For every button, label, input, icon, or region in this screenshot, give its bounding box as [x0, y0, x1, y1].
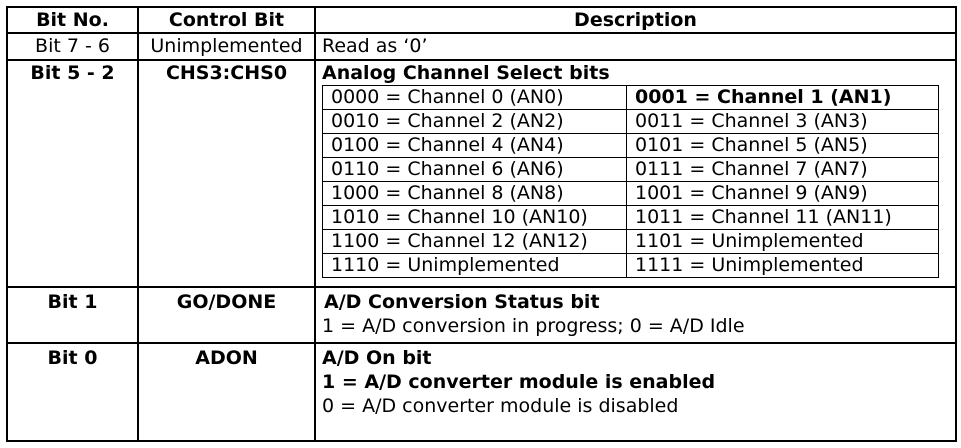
bit-number: Bit 1 — [6, 286, 139, 344]
control-bit: GO/DONE — [137, 286, 316, 344]
channel-row: 1110 = Unimplemented 1111 = Unimplemente… — [322, 253, 939, 278]
channel-entry: 0111 = Channel 7 (AN7) — [626, 157, 939, 182]
channel-row: 0100 = Channel 4 (AN4) 0101 = Channel 5 … — [322, 133, 939, 158]
channel-entry: 0101 = Channel 5 (AN5) — [626, 133, 939, 158]
description: Read as ‘0’ — [314, 32, 957, 61]
channel-entry: 0011 = Channel 3 (AN3) — [626, 109, 939, 134]
channel-entry: 0000 = Channel 0 (AN0) — [322, 85, 627, 110]
channel-row: 1100 = Channel 12 (AN12) 1101 = Unimplem… — [322, 229, 939, 254]
channel-entry: 1110 = Unimplemented — [322, 253, 627, 278]
header-control-bit: Control Bit — [137, 6, 316, 34]
table-row: Bit 5 - 2 CHS3:CHS0 Analog Channel Selec… — [6, 59, 957, 288]
description-title: A/D On bit — [322, 347, 432, 369]
channel-select-table: 0000 = Channel 0 (AN0) 0001 = Channel 1 … — [322, 85, 939, 278]
channel-row: 1010 = Channel 10 (AN10) 1011 = Channel … — [322, 205, 939, 230]
channel-entry: 1001 = Channel 9 (AN9) — [626, 181, 939, 206]
channel-entry: 1101 = Unimplemented — [626, 229, 939, 254]
channel-row: 0110 = Channel 6 (AN6) 0111 = Channel 7 … — [322, 157, 939, 182]
channel-entry: 1100 = Channel 12 (AN12) — [322, 229, 627, 254]
header-row: Bit No. Control Bit Description — [6, 6, 957, 34]
description-line: 1 = A/D conversion in progress; 0 = A/D … — [322, 315, 745, 337]
table-row: Bit 7 - 6 Unimplemented Read as ‘0’ — [6, 32, 957, 61]
control-bit: ADON — [137, 342, 316, 442]
description-line-disabled: 0 = A/D converter module is disabled — [322, 395, 679, 417]
bit-number: Bit 5 - 2 — [6, 59, 139, 288]
channel-row: 1000 = Channel 8 (AN8) 1001 = Channel 9 … — [322, 181, 939, 206]
register-table-container: Bit No. Control Bit Description Bit 7 - … — [6, 6, 957, 442]
control-bit: CHS3:CHS0 — [137, 59, 316, 288]
description-line-enabled: 1 = A/D converter module is enabled — [322, 371, 716, 393]
channel-entry: 1111 = Unimplemented — [626, 253, 939, 278]
bit-number: Bit 7 - 6 — [6, 32, 139, 61]
channel-entry: 0010 = Channel 2 (AN2) — [322, 109, 627, 134]
header-description: Description — [314, 6, 957, 34]
channel-row: 0000 = Channel 0 (AN0) 0001 = Channel 1 … — [322, 85, 939, 110]
channel-entry: 1010 = Channel 10 (AN10) — [322, 205, 627, 230]
table-row: Bit 0 ADON A/D On bit 1 = A/D converter … — [6, 342, 957, 442]
description: A/D Conversion Status bit 1 = A/D conver… — [314, 286, 957, 344]
description-title: A/D Conversion Status bit — [324, 291, 600, 313]
channel-entry-default: 0001 = Channel 1 (AN1) — [626, 85, 939, 110]
header-bit-no: Bit No. — [6, 6, 139, 34]
channel-entry: 1000 = Channel 8 (AN8) — [322, 181, 627, 206]
control-bit: Unimplemented — [137, 32, 316, 61]
table-row: Bit 1 GO/DONE A/D Conversion Status bit … — [6, 286, 957, 344]
channel-row: 0010 = Channel 2 (AN2) 0011 = Channel 3 … — [322, 109, 939, 134]
description: A/D On bit 1 = A/D converter module is e… — [314, 342, 957, 442]
channel-entry: 0110 = Channel 6 (AN6) — [322, 157, 627, 182]
bit-number: Bit 0 — [6, 342, 139, 442]
description-title: Analog Channel Select bits — [322, 62, 610, 84]
channel-entry: 1011 = Channel 11 (AN11) — [626, 205, 939, 230]
register-table: Bit No. Control Bit Description Bit 7 - … — [6, 6, 957, 442]
description: Analog Channel Select bits 0000 = Channe… — [314, 59, 957, 288]
channel-entry: 0100 = Channel 4 (AN4) — [322, 133, 627, 158]
